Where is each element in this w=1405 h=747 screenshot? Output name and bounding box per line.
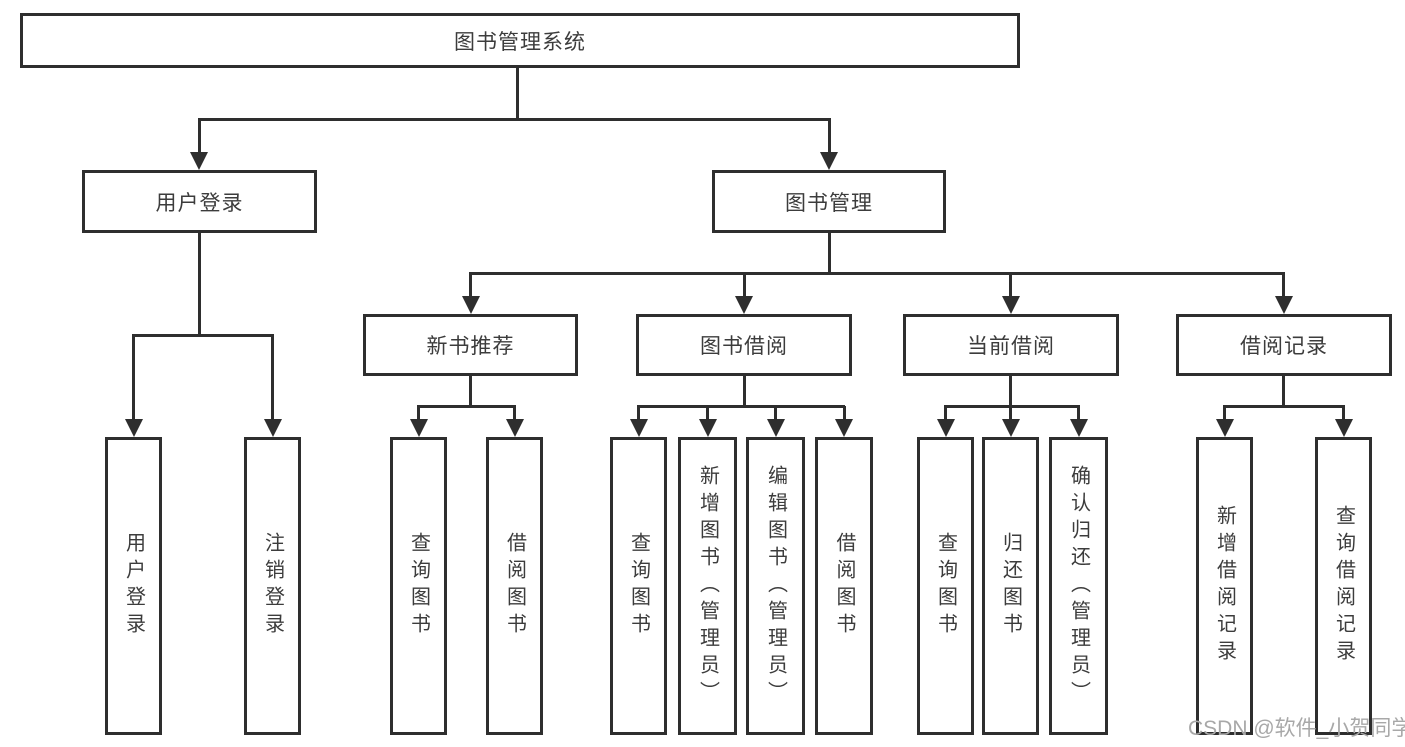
leaf-borrow-books-recommend: 借阅图书 xyxy=(486,437,543,735)
leaf-borrow-books: 借阅图书 xyxy=(815,437,873,735)
arrow-down-icon xyxy=(1001,419,1020,437)
connector-line xyxy=(271,335,274,420)
leaf-add-borrow-record: 新增借阅记录 xyxy=(1196,437,1253,735)
leaf-user-login: 用户登录 xyxy=(105,437,162,735)
arrow-down-icon xyxy=(698,419,717,437)
arrow-down-icon xyxy=(835,419,853,437)
node-user-login: 用户登录 xyxy=(82,170,317,233)
connector-line xyxy=(1223,404,1345,408)
connector-line xyxy=(1077,406,1080,420)
leaf-query-books-borrow: 查询图书 xyxy=(610,437,667,735)
node-borrowing-records: 借阅记录 xyxy=(1176,314,1392,376)
connector-line xyxy=(706,406,709,420)
leaf-add-book-admin: 新增图书（管理员） xyxy=(678,437,737,735)
arrow-down-icon xyxy=(629,419,648,437)
node-current-borrowing: 当前借阅 xyxy=(903,314,1119,376)
arrow-down-icon xyxy=(505,419,524,437)
connector-line xyxy=(469,273,472,297)
connector-line xyxy=(197,117,831,121)
arrow-down-icon xyxy=(1215,419,1234,437)
arrow-down-icon xyxy=(1001,296,1020,314)
node-book-management: 图书管理 xyxy=(712,170,946,233)
connector-line xyxy=(1342,406,1345,420)
leaf-query-borrow-record: 查询借阅记录 xyxy=(1315,437,1372,735)
arrow-down-icon xyxy=(409,419,428,437)
arrow-down-icon xyxy=(190,152,208,170)
connector-line xyxy=(417,406,420,420)
connector-line xyxy=(1009,376,1012,408)
connector-line xyxy=(515,68,519,121)
connector-line xyxy=(1009,406,1012,420)
leaf-confirm-return-admin: 确认归还（管理员） xyxy=(1049,437,1108,735)
connector-line xyxy=(1282,376,1285,408)
connector-line xyxy=(742,273,746,297)
connector-line xyxy=(742,376,746,408)
csdn-watermark: CSDN @软件_小贺同学 xyxy=(1188,717,1405,740)
arrow-down-icon xyxy=(735,296,753,314)
connector-line xyxy=(827,233,831,275)
node-library-management-system: 图书管理系统 xyxy=(20,13,1020,68)
connector-line xyxy=(1282,273,1285,297)
connector-line xyxy=(842,406,846,420)
arrow-down-icon xyxy=(263,419,282,437)
arrow-down-icon xyxy=(1274,296,1293,314)
leaf-logout: 注销登录 xyxy=(244,437,301,735)
leaf-return-book: 归还图书 xyxy=(982,437,1039,735)
connector-line xyxy=(637,404,845,408)
leaf-edit-book-admin: 编辑图书（管理员） xyxy=(746,437,805,735)
connector-line xyxy=(944,404,1080,408)
connector-line xyxy=(132,335,135,420)
connector-line xyxy=(513,406,516,420)
connector-line xyxy=(197,119,201,153)
arrow-down-icon xyxy=(461,296,480,314)
connector-line xyxy=(132,333,274,337)
arrow-down-icon xyxy=(820,152,838,170)
connector-line xyxy=(197,233,201,337)
connector-line xyxy=(774,406,777,420)
connector-line xyxy=(637,406,640,420)
node-new-book-recommendation: 新书推荐 xyxy=(363,314,578,376)
connector-line xyxy=(417,404,516,408)
connector-line xyxy=(469,271,1285,275)
leaf-query-books-recommend: 查询图书 xyxy=(390,437,447,735)
arrow-down-icon xyxy=(124,419,143,437)
arrow-down-icon xyxy=(936,419,955,437)
leaf-query-books-current: 查询图书 xyxy=(917,437,974,735)
connector-line xyxy=(827,119,831,153)
arrow-down-icon xyxy=(1069,419,1088,437)
connector-line xyxy=(1009,273,1012,297)
arrow-down-icon xyxy=(766,419,785,437)
connector-line xyxy=(1223,406,1226,420)
arrow-down-icon xyxy=(1334,419,1353,437)
connector-line xyxy=(944,406,947,420)
connector-line xyxy=(469,376,472,408)
node-book-borrowing: 图书借阅 xyxy=(636,314,852,376)
